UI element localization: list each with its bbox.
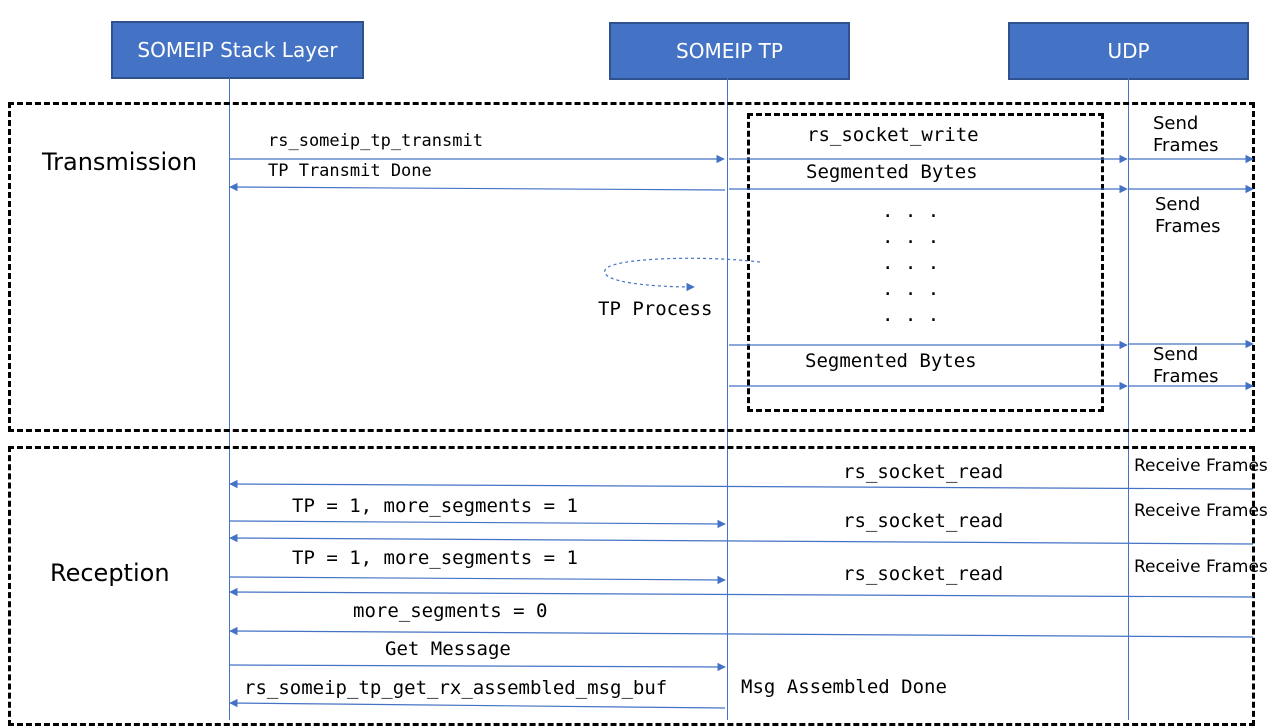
label-receive-frames-2: Receive Frames: [1134, 501, 1268, 521]
label-tp-process: TP Process: [598, 298, 713, 320]
arrow-tp-transmit-done: [229, 182, 726, 192]
label-tp-segment-1: TP = 1, more_segments = 1: [292, 495, 578, 517]
label-socket-read-3: rs_socket_read: [843, 563, 1004, 585]
section-label-transmission: Transmission: [42, 148, 198, 176]
label-socket-read-2: rs_socket_read: [843, 510, 1004, 532]
label-ellipsis-5: . . .: [882, 304, 940, 326]
label-segmented-bytes-2: Segmented Bytes: [805, 350, 977, 372]
label-socket-read-1: rs_socket_read: [843, 461, 1004, 483]
label-receive-frames-3: Receive Frames: [1134, 557, 1268, 577]
lifeline-udp: [1128, 78, 1129, 720]
label-msg-assembled-done: Msg Assembled Done: [741, 676, 947, 698]
label-tp-transmit: rs_someip_tp_transmit: [268, 131, 483, 151]
segmentation-loop-region: [747, 113, 1104, 412]
label-segmented-bytes-1: Segmented Bytes: [806, 161, 978, 183]
arrow-socket-read-2: [229, 533, 1254, 545]
lane-someip-stack-layer: SOMEIP Stack Layer: [111, 21, 364, 79]
lifeline-someip-tp: [727, 78, 728, 720]
arrow-more-segments-0: [229, 626, 1254, 638]
label-tp-segment-2: TP = 1, more_segments = 1: [292, 547, 578, 569]
label-send-frames-2: Send Frames: [1155, 194, 1221, 237]
arrow-tp-segment-1: [228, 519, 726, 529]
arrow-tp-process-loop: [604, 257, 761, 292]
label-ellipsis-1: . . .: [882, 200, 940, 222]
label-socket-write: rs_socket_write: [807, 124, 979, 146]
lane-udp: UDP: [1008, 22, 1249, 80]
lane-udp-label: UDP: [1107, 39, 1150, 63]
label-more-segments-0: more_segments = 0: [353, 600, 548, 622]
label-get-message: Get Message: [385, 638, 511, 660]
section-label-reception: Reception: [50, 559, 170, 587]
label-ellipsis-3: . . .: [882, 252, 940, 274]
arrow-tp-segment-2: [228, 575, 726, 585]
label-send-frames-1: Send Frames: [1153, 113, 1219, 156]
arrow-socket-read-3: [229, 587, 1254, 598]
arrow-socket-read-1: [229, 479, 1254, 490]
transmission-region: [8, 102, 1255, 432]
label-get-rx-buf: rs_someip_tp_get_rx_assembled_msg_buf: [244, 677, 668, 699]
lifeline-someip-stack-layer: [229, 78, 230, 720]
arrow-get-message: [228, 662, 726, 672]
lane-someip-tp: SOMEIP TP: [609, 22, 850, 80]
label-send-frames-3: Send Frames: [1153, 344, 1219, 387]
label-tp-transmit-done: TP Transmit Done: [268, 161, 432, 181]
label-receive-frames-1: Receive Frames: [1134, 456, 1268, 476]
arrow-get-rx-buf: [229, 698, 726, 709]
lane-someip-tp-label: SOMEIP TP: [676, 39, 783, 63]
label-ellipsis-4: . . .: [882, 278, 940, 300]
label-ellipsis-2: . . .: [882, 226, 940, 248]
lane-someip-stack-layer-label: SOMEIP Stack Layer: [137, 38, 338, 62]
